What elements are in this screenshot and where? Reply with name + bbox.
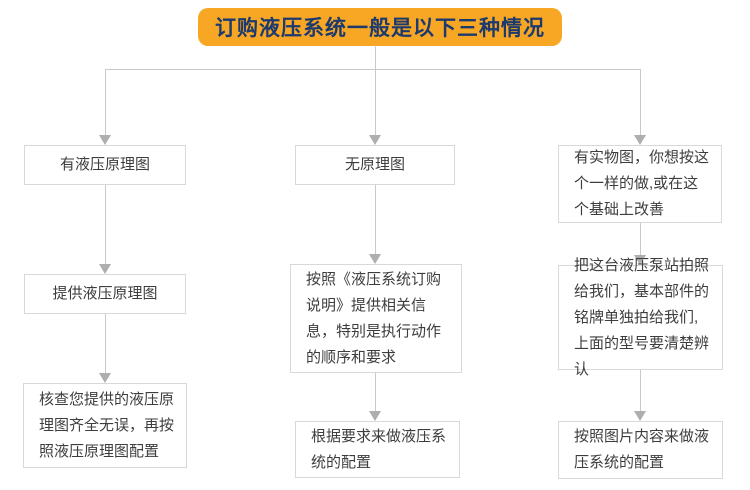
arrow-down-icon [369,411,381,421]
flow-box-col2-step2: 按照《液压系统订购说明》提供相关信息，特别是执行动作的顺序和要求 [290,264,462,373]
flow-box-label: 把这台液压泵站拍照给我们，基本部件的铭牌单独拍给我们,上面的型号要清楚辨认 [574,256,710,378]
connector-branch-horizontal [105,69,641,70]
flow-box-label: 无原理图 [344,156,405,173]
arrow-down-icon [99,373,111,383]
arrow-down-icon [369,254,381,264]
flow-box-col3-step1: 有实物图，你想按这个一样的做,或在这个基础上改善 [558,145,722,223]
flow-box-col1-step3: 核查您提供的液压原理图齐全无误，再按照液压原理图配置 [23,383,187,468]
flow-box-col3-step3: 按照图片内容来做液压系统的配置 [558,421,723,479]
flow-box-col2-step3: 根据要求来做液压系统的配置 [295,421,460,478]
connector-col2-drop [375,69,376,135]
flow-box-label: 核查您提供的液压原理图齐全无误，再按照液压原理图配置 [39,390,175,460]
connector-col3-step2 [640,223,641,255]
flow-box-label: 有液压原理图 [59,156,150,173]
flow-box-col2-step1: 无原理图 [295,145,455,185]
connector-col2-step2 [375,185,376,254]
arrow-down-icon [634,411,646,421]
connector-col1-step2 [105,185,106,264]
flow-box-label: 提供液压原理图 [52,285,158,302]
arrow-down-icon [634,255,646,265]
flow-box-col1-step2: 提供液压原理图 [24,274,186,314]
arrow-down-icon [634,135,646,145]
arrow-down-icon [369,135,381,145]
connector-header-drop [375,45,376,69]
arrow-down-icon [99,135,111,145]
arrow-down-icon [99,264,111,274]
flow-box-label: 根据要求来做液压系统的配置 [311,427,447,471]
flow-box-col1-step1: 有液压原理图 [24,145,186,185]
flow-box-label: 有实物图，你想按这个一样的做,或在这个基础上改善 [574,149,710,218]
flow-box-label: 按照《液压系统订购说明》提供相关信息，特别是执行动作的顺序和要求 [306,270,442,366]
flow-box-col3-step2: 把这台液压泵站拍照给我们，基本部件的铭牌单独拍给我们,上面的型号要清楚辨认 [558,257,723,378]
diagram-title-banner: 订购液压系统一般是以下三种情况 [198,8,562,46]
connector-col3-drop [640,69,641,135]
diagram-title: 订购液压系统一般是以下三种情况 [215,17,545,40]
connector-col1-drop [105,69,106,135]
connector-col1-step3 [105,314,106,373]
connector-col2-step3 [375,372,376,411]
flow-box-label: 按照图片内容来做液压系统的配置 [574,428,710,471]
connector-col3-step3 [640,370,641,411]
